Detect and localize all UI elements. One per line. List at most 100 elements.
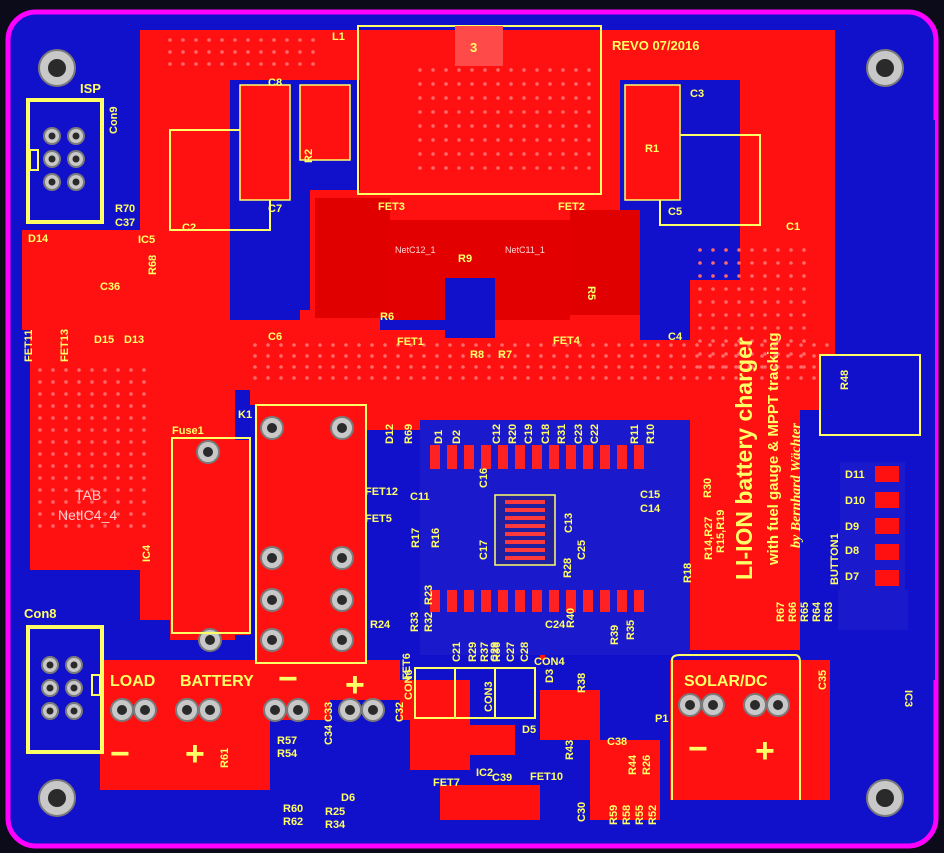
terminal-pad-hole <box>267 595 277 605</box>
via <box>552 376 556 380</box>
via <box>698 261 702 265</box>
isp-label: ISP <box>80 81 101 96</box>
via <box>561 138 565 142</box>
via <box>418 110 422 114</box>
via <box>470 166 474 170</box>
via <box>38 440 42 444</box>
terminal-pad-hole <box>337 553 347 563</box>
smd-pad <box>583 445 593 469</box>
smd-pad <box>481 590 491 612</box>
via <box>799 365 803 369</box>
via <box>698 352 702 356</box>
via <box>737 313 741 317</box>
via <box>552 365 556 369</box>
via <box>116 476 120 480</box>
via <box>396 365 400 369</box>
via <box>305 343 309 347</box>
via <box>38 428 42 432</box>
header-pin-hole <box>46 707 54 715</box>
isp-connector <box>26 98 104 224</box>
via <box>77 416 81 420</box>
via <box>142 512 146 516</box>
via <box>77 512 81 516</box>
via <box>142 380 146 384</box>
via <box>181 50 185 54</box>
via <box>825 343 829 347</box>
ic-pin <box>505 540 545 544</box>
via <box>38 488 42 492</box>
via <box>457 82 461 86</box>
via <box>526 343 530 347</box>
via <box>90 440 94 444</box>
via <box>418 96 422 100</box>
via <box>737 326 741 330</box>
via <box>561 68 565 72</box>
via <box>90 392 94 396</box>
via <box>103 464 107 468</box>
via <box>103 452 107 456</box>
via <box>760 365 764 369</box>
via <box>444 82 448 86</box>
via <box>51 500 55 504</box>
via <box>470 82 474 86</box>
via <box>431 138 435 142</box>
smd-pad <box>481 445 491 469</box>
ref-c14: C14 <box>640 503 661 515</box>
via <box>776 352 780 356</box>
via <box>142 524 146 528</box>
ref-c17: C17 <box>478 540 490 560</box>
via <box>38 476 42 480</box>
via <box>77 368 81 372</box>
via <box>587 96 591 100</box>
ref-c19: C19 <box>523 424 535 444</box>
via <box>311 62 315 66</box>
via <box>418 152 422 156</box>
via <box>64 404 68 408</box>
via <box>561 110 565 114</box>
via <box>64 524 68 528</box>
via <box>51 524 55 528</box>
via <box>587 68 591 72</box>
via <box>331 343 335 347</box>
terminal-pad-hole <box>205 705 215 715</box>
via <box>643 343 647 347</box>
ref-r38: R38 <box>576 673 588 693</box>
via <box>38 452 42 456</box>
via <box>64 416 68 420</box>
smd-pad <box>464 590 474 612</box>
via <box>90 380 94 384</box>
via <box>773 365 777 369</box>
ref-r9: R9 <box>458 253 472 265</box>
via <box>38 512 42 516</box>
via <box>724 352 728 356</box>
ref-r40: R40 <box>565 608 577 628</box>
via <box>724 313 728 317</box>
ref-r58: R58 <box>621 805 633 825</box>
via <box>474 354 478 358</box>
via <box>292 365 296 369</box>
via <box>750 352 754 356</box>
via <box>604 343 608 347</box>
header-pin-hole <box>72 155 80 163</box>
via <box>168 38 172 42</box>
via <box>763 300 767 304</box>
via <box>773 376 777 380</box>
ref-c32: C32 <box>394 702 406 722</box>
via <box>617 365 621 369</box>
ref-r10: R10 <box>645 424 657 444</box>
ref-fet3: FET3 <box>378 201 405 213</box>
via <box>630 376 634 380</box>
via <box>370 354 374 358</box>
via <box>711 313 715 317</box>
via <box>344 376 348 380</box>
ref-c12: C12 <box>491 424 503 444</box>
via <box>587 110 591 114</box>
via <box>535 82 539 86</box>
via <box>711 248 715 252</box>
via <box>246 38 250 42</box>
via <box>763 326 767 330</box>
via <box>724 365 728 369</box>
via <box>253 343 257 347</box>
via <box>776 287 780 291</box>
via <box>77 524 81 528</box>
